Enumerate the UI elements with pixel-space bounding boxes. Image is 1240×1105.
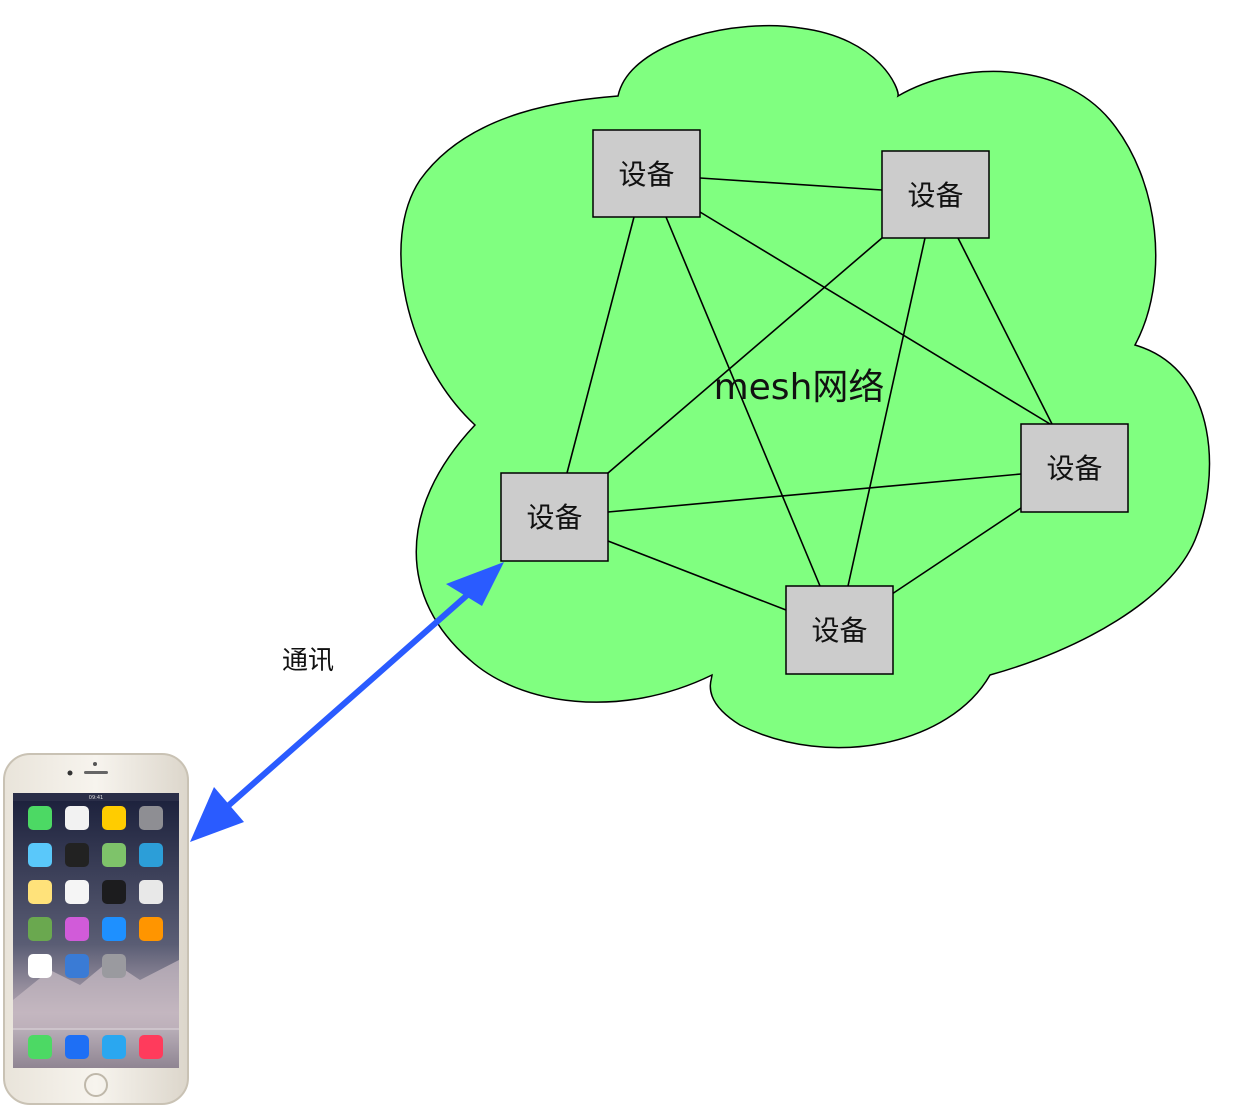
device-label: 设备 <box>618 158 674 191</box>
videos-app-icon <box>139 843 163 867</box>
settings-app-icon <box>102 954 126 978</box>
clock-app-icon <box>65 843 89 867</box>
sensor-icon <box>93 762 97 766</box>
device-bottom: 设备 <box>785 585 894 675</box>
ibooks-app-icon <box>139 917 163 941</box>
device-label: 设备 <box>811 614 867 647</box>
photos-app-icon <box>102 806 126 830</box>
link-topright-right <box>957 237 1053 425</box>
dock-apps <box>28 1035 163 1059</box>
link-right-bottom <box>891 507 1022 595</box>
link-left-right <box>607 473 1022 513</box>
link-topright-bottom <box>847 237 926 587</box>
link-top-right <box>699 211 1051 425</box>
messages-app-icon <box>28 806 52 830</box>
reminders-app-icon <box>65 880 89 904</box>
mesh-links <box>566 177 1053 611</box>
notes-app-icon <box>28 880 52 904</box>
health-app-icon <box>28 954 52 978</box>
safari-app-icon <box>102 1035 126 1059</box>
smartphone-icon: 09:41 <box>3 753 189 1105</box>
stocks-app-icon <box>102 880 126 904</box>
itunes-app-icon <box>65 917 89 941</box>
arrowhead-up <box>446 562 504 606</box>
link-top-left <box>566 216 635 474</box>
link-top-topright <box>699 177 883 191</box>
game-center-app-icon <box>139 880 163 904</box>
link-left-bottom <box>607 540 787 611</box>
app-grid <box>28 806 163 978</box>
maps-app-icon <box>102 843 126 867</box>
svg-text:09:41: 09:41 <box>89 795 103 801</box>
device-top-right: 设备 <box>881 150 990 239</box>
device-top: 设备 <box>592 129 701 218</box>
front-camera-icon <box>67 770 73 776</box>
device-label: 设备 <box>526 501 582 534</box>
device-label: 设备 <box>907 179 963 212</box>
music-app-icon <box>139 1035 163 1059</box>
home-button <box>84 1073 108 1097</box>
link-topright-left <box>607 237 883 474</box>
arrowhead-down <box>190 787 244 842</box>
newsstand-app-icon <box>28 917 52 941</box>
communication-label: 通讯 <box>282 646 334 676</box>
mail-app-icon <box>65 1035 89 1059</box>
communication-arrow <box>190 562 504 842</box>
device-left: 设备 <box>500 472 609 562</box>
weather-app-icon <box>28 843 52 867</box>
mesh-network-label: mesh网络 <box>714 367 885 408</box>
device-label: 设备 <box>1046 452 1102 485</box>
link-top-bottom <box>665 216 821 587</box>
passbook-app-icon <box>65 954 89 978</box>
phone-app-icon <box>28 1035 52 1059</box>
device-right: 设备 <box>1020 423 1129 513</box>
app-store-app-icon <box>102 917 126 941</box>
camera-app-icon <box>139 806 163 830</box>
earpiece-icon <box>84 771 108 774</box>
calendar-app-icon <box>65 806 89 830</box>
